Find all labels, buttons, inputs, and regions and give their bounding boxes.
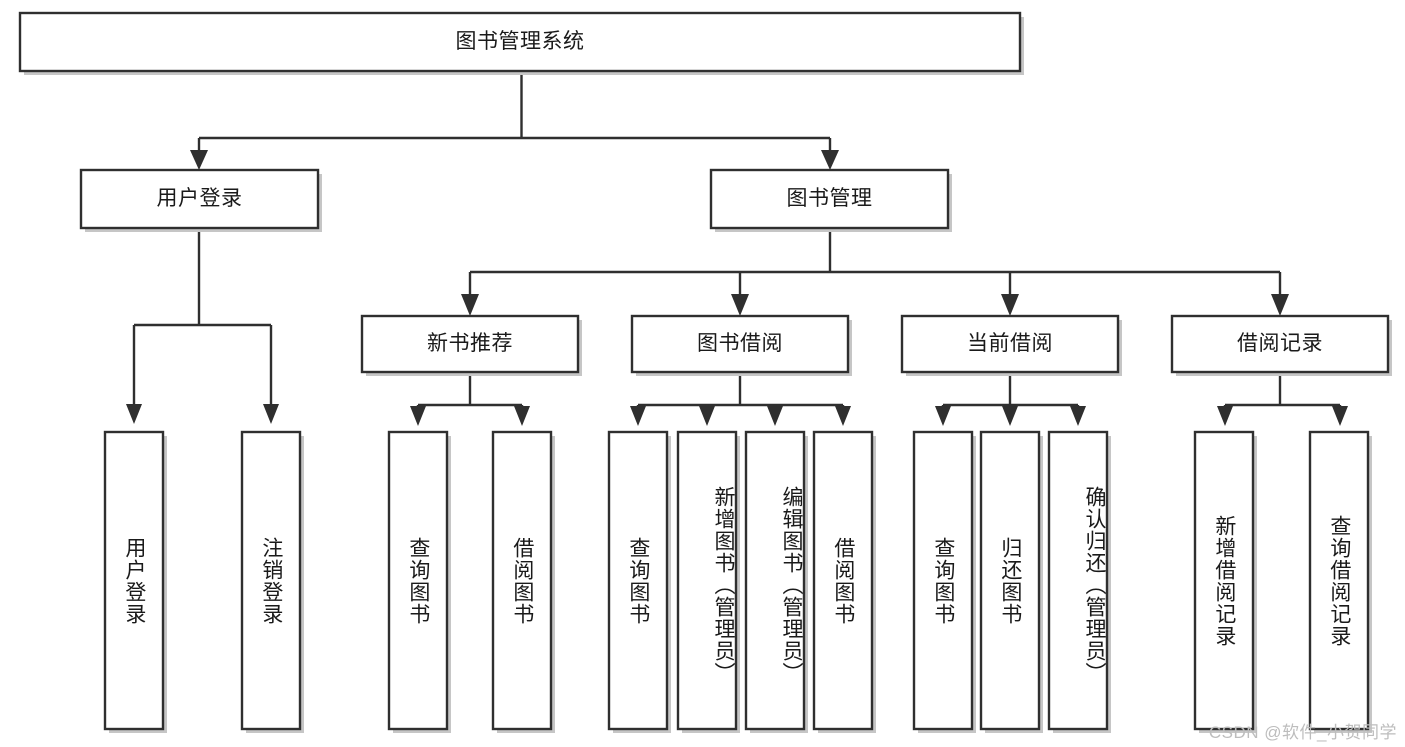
arrowhead-new-book-recommend: [461, 294, 479, 316]
node-rect-leaf-add-book[interactable]: [676, 430, 738, 731]
arrowhead-leaf-borrow-book-2: [835, 406, 851, 426]
connector-group-root: [190, 75, 839, 170]
node-rect-new-book-recommend[interactable]: [360, 314, 580, 374]
arrowhead-current-borrow: [1001, 294, 1019, 316]
node-rect-leaf-logout-login[interactable]: [240, 430, 302, 731]
connector-group-borrow-record: [1217, 376, 1348, 426]
node-rect-leaf-user-login[interactable]: [103, 430, 165, 731]
connector-group-new-book-recommend: [410, 376, 530, 426]
node-rect-leaf-add-record[interactable]: [1193, 430, 1255, 731]
node-rect-borrow-record[interactable]: [1170, 314, 1390, 374]
node-rect-book-borrow[interactable]: [630, 314, 850, 374]
node-rect-leaf-query-book-1[interactable]: [387, 430, 449, 731]
arrowhead-leaf-query-record: [1332, 406, 1348, 426]
arrowhead-leaf-user-login: [126, 404, 142, 424]
node-rect-user-login[interactable]: [79, 168, 320, 230]
node-rect-leaf-borrow-book-1[interactable]: [491, 430, 553, 731]
arrowhead-leaf-edit-book: [767, 406, 783, 426]
connector-group-book-borrow: [630, 376, 851, 426]
node-boxes: [18, 11, 1392, 733]
arrowhead-borrow-record: [1271, 294, 1289, 316]
node-rect-leaf-query-book-3[interactable]: [912, 430, 974, 731]
arrowhead-book-borrow: [731, 294, 749, 316]
node-rect-leaf-borrow-book-2[interactable]: [812, 430, 874, 731]
arrowhead-leaf-return-book: [1002, 406, 1018, 426]
connector-group-user-login: [126, 232, 279, 424]
arrowhead-leaf-query-book-2: [630, 406, 646, 426]
connector-group-book-management: [461, 232, 1289, 316]
arrowhead-user-login: [190, 150, 208, 170]
arrowhead-leaf-query-book-1: [410, 406, 426, 426]
node-rect-current-borrow[interactable]: [900, 314, 1120, 374]
arrowhead-leaf-add-book: [699, 406, 715, 426]
node-rect-leaf-confirm-return[interactable]: [1047, 430, 1109, 731]
arrowhead-book-management: [821, 150, 839, 170]
arrowhead-leaf-confirm-return: [1070, 406, 1086, 426]
node-rect-leaf-edit-book[interactable]: [744, 430, 806, 731]
node-rect-leaf-query-record[interactable]: [1308, 430, 1370, 731]
arrowhead-leaf-add-record: [1217, 406, 1233, 426]
node-rect-root[interactable]: [18, 11, 1022, 73]
node-rect-book-management[interactable]: [709, 168, 950, 230]
arrowhead-leaf-logout-login: [263, 404, 279, 424]
arrowhead-leaf-query-book-3: [935, 406, 951, 426]
arrowhead-leaf-borrow-book-1: [514, 406, 530, 426]
node-rect-leaf-query-book-2[interactable]: [607, 430, 669, 731]
node-rect-leaf-return-book[interactable]: [979, 430, 1041, 731]
connector-group-current-borrow: [935, 376, 1086, 426]
